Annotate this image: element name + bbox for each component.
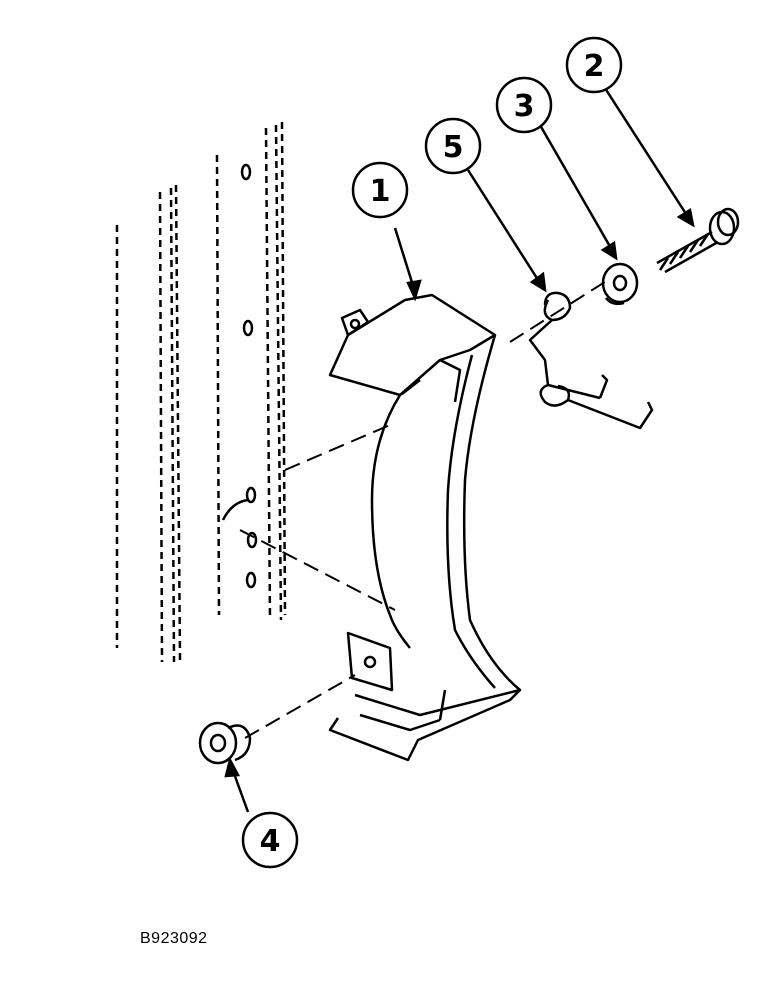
callout-2: 2 bbox=[565, 36, 623, 94]
callout-4: 4 bbox=[241, 811, 299, 869]
nut-part-4 bbox=[198, 721, 252, 765]
callout-1-label: 1 bbox=[370, 174, 391, 209]
clip-part-5 bbox=[528, 291, 654, 430]
leader-arrows bbox=[224, 84, 695, 813]
callout-1: 1 bbox=[351, 161, 409, 219]
alignment-lines bbox=[239, 279, 609, 739]
callout-5-label: 5 bbox=[443, 130, 464, 165]
callout-3: 3 bbox=[495, 76, 553, 134]
figure-id: B923092 bbox=[140, 930, 208, 947]
callout-2-label: 2 bbox=[584, 49, 605, 84]
bolt-part-2 bbox=[656, 207, 740, 274]
frame-holes bbox=[240, 163, 258, 589]
callout-3-label: 3 bbox=[514, 89, 535, 124]
callout-4-label: 4 bbox=[260, 824, 281, 859]
mounting-frame bbox=[115, 121, 287, 663]
callout-5: 5 bbox=[424, 117, 482, 175]
frame-arc bbox=[221, 498, 249, 521]
bracket-part-1 bbox=[328, 293, 522, 762]
washer-part-3 bbox=[601, 262, 639, 306]
